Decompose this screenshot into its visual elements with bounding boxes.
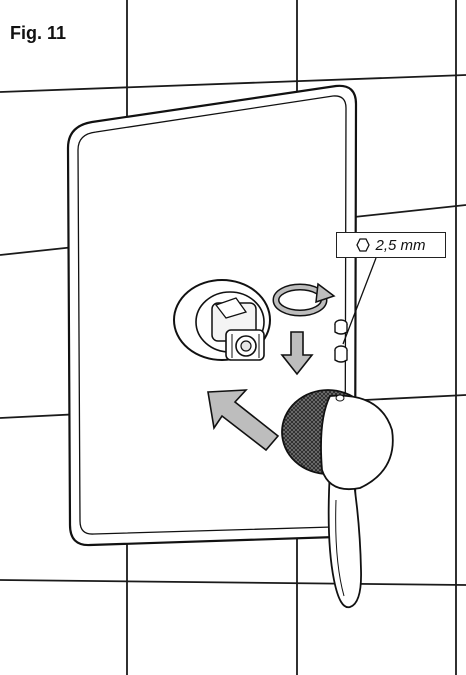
figure-label: Fig. 11 xyxy=(6,22,71,46)
valve-cartridge xyxy=(173,279,271,361)
callout-leader xyxy=(342,257,377,345)
hexagon-key-icon xyxy=(356,238,371,252)
knurled-knob xyxy=(281,389,394,491)
lever-handle xyxy=(327,469,362,609)
rotate-arrow-icon xyxy=(272,282,336,317)
insert-arrow-icon xyxy=(207,389,280,452)
down-arrow-icon xyxy=(280,331,314,376)
tool-size-callout: 2,5 mm xyxy=(336,232,446,258)
grub-screws xyxy=(334,319,348,363)
tool-size-label: 2,5 mm xyxy=(375,236,426,254)
